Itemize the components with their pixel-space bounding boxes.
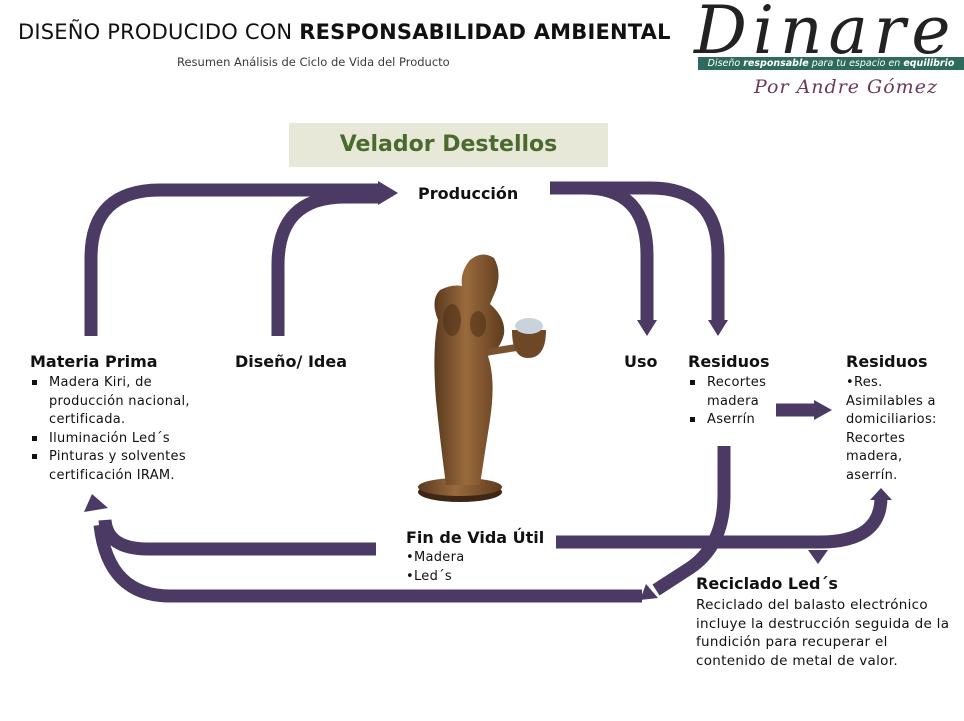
arrow-materia-to-produccion	[84, 183, 380, 336]
node-diseno-title: Diseño/ Idea	[235, 352, 347, 371]
product-title: Velador Destellos	[339, 132, 558, 157]
node-reciclado-text: Reciclado del balasto electrónico incluy…	[696, 597, 950, 669]
arrow-residuos-to-reciclado	[652, 446, 731, 596]
arrowhead-produccion-1	[378, 181, 398, 205]
arrow-fin-to-materia-inner	[98, 519, 376, 556]
arrow-residuos2-loop	[556, 496, 888, 549]
node-produccion-title: Producción	[418, 184, 519, 203]
node-residuos2-title: Residuos	[846, 352, 928, 371]
arrowhead-residuos2	[814, 400, 832, 420]
page-title: DISEÑO PRODUCIDO CON RESPONSABILIDAD AMB…	[18, 20, 671, 44]
node-residuos-title: Residuos	[688, 352, 770, 371]
list-item: Led´s	[406, 568, 506, 587]
arrowhead-residuos	[708, 320, 728, 336]
logo-byline: Por Andre Gómez	[754, 76, 938, 98]
arrowhead-reciclado	[640, 584, 658, 600]
product-title-box	[289, 123, 608, 167]
node-reciclado-title: Reciclado Led´s	[696, 574, 838, 593]
list-item: Madera Kiri, de producción nacional, cer…	[30, 374, 200, 430]
node-uso-title: Uso	[624, 352, 658, 371]
node-residuos-list: Recortes madera Aserrín	[688, 374, 778, 430]
arrow-produccion-to-residuos	[550, 181, 725, 322]
arrowhead-residuos2-up	[870, 488, 892, 500]
list-item: Iluminación Led´s	[30, 430, 200, 449]
arrowhead-materia	[84, 494, 108, 512]
arrow-diseno-to-produccion	[271, 190, 380, 336]
node-fin-list: Madera Led´s	[406, 549, 506, 586]
arrowhead-down-reciclado	[808, 550, 828, 564]
node-residuos2-text: •Res. Asimilables a domiciliarios: Recor…	[846, 375, 937, 483]
arrow-reciclado-to-materia	[93, 524, 642, 603]
node-materia-list: Madera Kiri, de producción nacional, cer…	[30, 374, 200, 485]
node-materia-title: Materia Prima	[30, 352, 158, 371]
list-item: Aserrín	[688, 411, 778, 430]
arrow-produccion-to-uso	[550, 181, 654, 322]
list-item: Madera	[406, 549, 506, 568]
node-fin-title: Fin de Vida Útil	[406, 528, 545, 547]
logo-tagline: Diseño responsable para tu espacio en eq…	[698, 57, 964, 70]
list-item: Recortes madera	[688, 374, 778, 411]
list-item: Pinturas y solventes certificación IRAM.	[30, 448, 200, 485]
arrowhead-uso	[637, 320, 657, 336]
page-subtitle: Resumen Análisis de Ciclo de Vida del Pr…	[177, 55, 450, 69]
lamp-illustration	[418, 254, 546, 502]
